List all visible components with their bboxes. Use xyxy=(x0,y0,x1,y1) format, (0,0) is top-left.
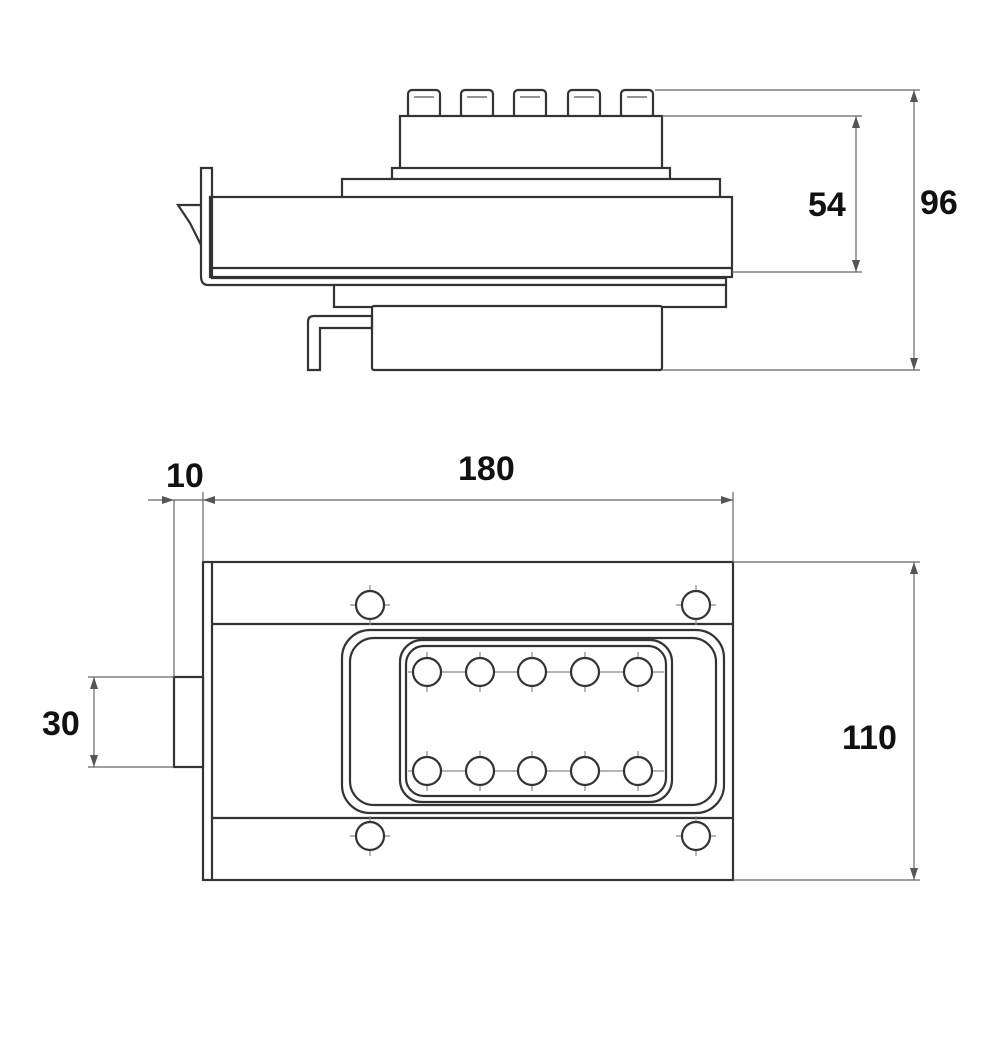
side-view: 54 96 xyxy=(175,88,958,372)
main-body xyxy=(208,195,734,279)
lower-body xyxy=(370,304,664,372)
left-tab xyxy=(172,675,205,769)
terminal-stud xyxy=(411,652,443,692)
dim-label-10: 10 xyxy=(166,457,204,495)
left-bracket xyxy=(175,166,728,287)
stud xyxy=(619,88,655,120)
dimension-96: 96 xyxy=(910,90,958,370)
terminal-stud xyxy=(622,751,654,791)
stud xyxy=(566,88,602,120)
dimension-30: 30 xyxy=(42,676,174,768)
terminal-stud xyxy=(569,652,601,692)
mounting-hole xyxy=(350,585,390,625)
terminal-stud xyxy=(516,751,548,791)
terminal-stud xyxy=(464,652,496,692)
terminal-stud xyxy=(622,652,654,692)
dim-label-180: 180 xyxy=(458,450,515,488)
bottom-flange xyxy=(332,283,728,309)
dim-label-96: 96 xyxy=(920,184,958,222)
mounting-holes xyxy=(350,585,716,856)
dimension-10: 10 xyxy=(148,457,204,677)
dimension-110: 110 xyxy=(733,561,920,881)
terminal-row-bottom xyxy=(408,751,664,791)
front-view: 10 180 30 110 xyxy=(42,450,920,882)
dim-label-54: 54 xyxy=(808,186,846,224)
mounting-hole xyxy=(676,585,716,625)
terminal-stud xyxy=(569,751,601,791)
terminal-board-inner xyxy=(404,644,668,798)
dimension-180: 180 xyxy=(202,450,734,562)
terminal-stud xyxy=(464,751,496,791)
dim-label-30: 30 xyxy=(42,705,80,743)
terminal-stud xyxy=(411,751,443,791)
mounting-hole xyxy=(676,816,716,856)
stud xyxy=(512,88,548,120)
dim-label-110: 110 xyxy=(842,719,897,757)
terminal-stud xyxy=(516,652,548,692)
stud xyxy=(406,88,442,120)
stud xyxy=(459,88,495,120)
dimension-54: 54 xyxy=(808,116,860,272)
housing-inner xyxy=(348,636,718,807)
terminal-block xyxy=(398,114,664,172)
mounting-hole xyxy=(350,816,390,856)
side-pin xyxy=(306,314,374,372)
side-extension-lines xyxy=(655,89,920,371)
top-studs xyxy=(406,88,655,120)
terminal-row-top xyxy=(408,652,664,692)
